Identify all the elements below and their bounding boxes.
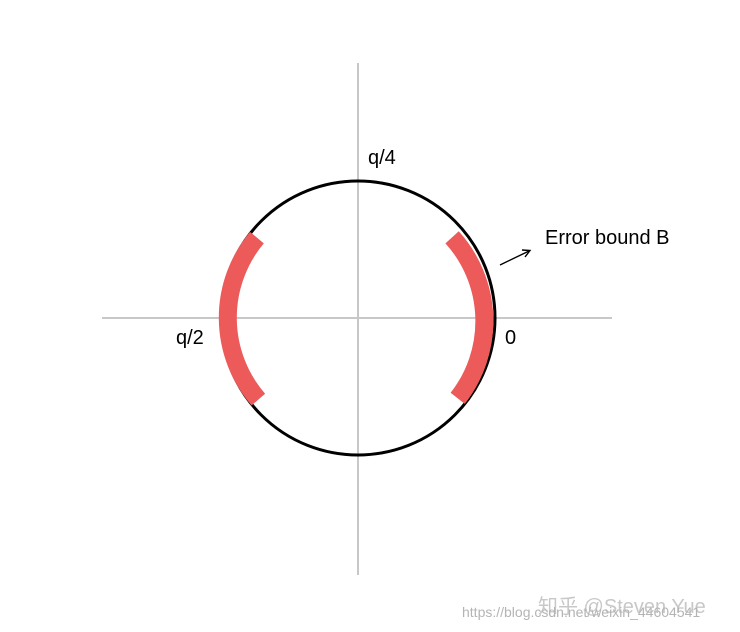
error-bound-label: Error bound B [545,227,670,249]
error-band-right [445,231,494,404]
arrow-head-icon [521,249,532,258]
error-bound-arrow-icon [499,250,530,266]
error-band-left [218,231,266,406]
label-zero: 0 [505,327,517,349]
watermark-url: https://blog.csdn.net/weixin_44604541 [462,604,701,620]
label-q-over-4: q/4 [368,147,396,169]
label-q-over-2: q/2 [176,327,204,349]
watermark-brand: 知乎 @Steven Yue [538,596,706,618]
